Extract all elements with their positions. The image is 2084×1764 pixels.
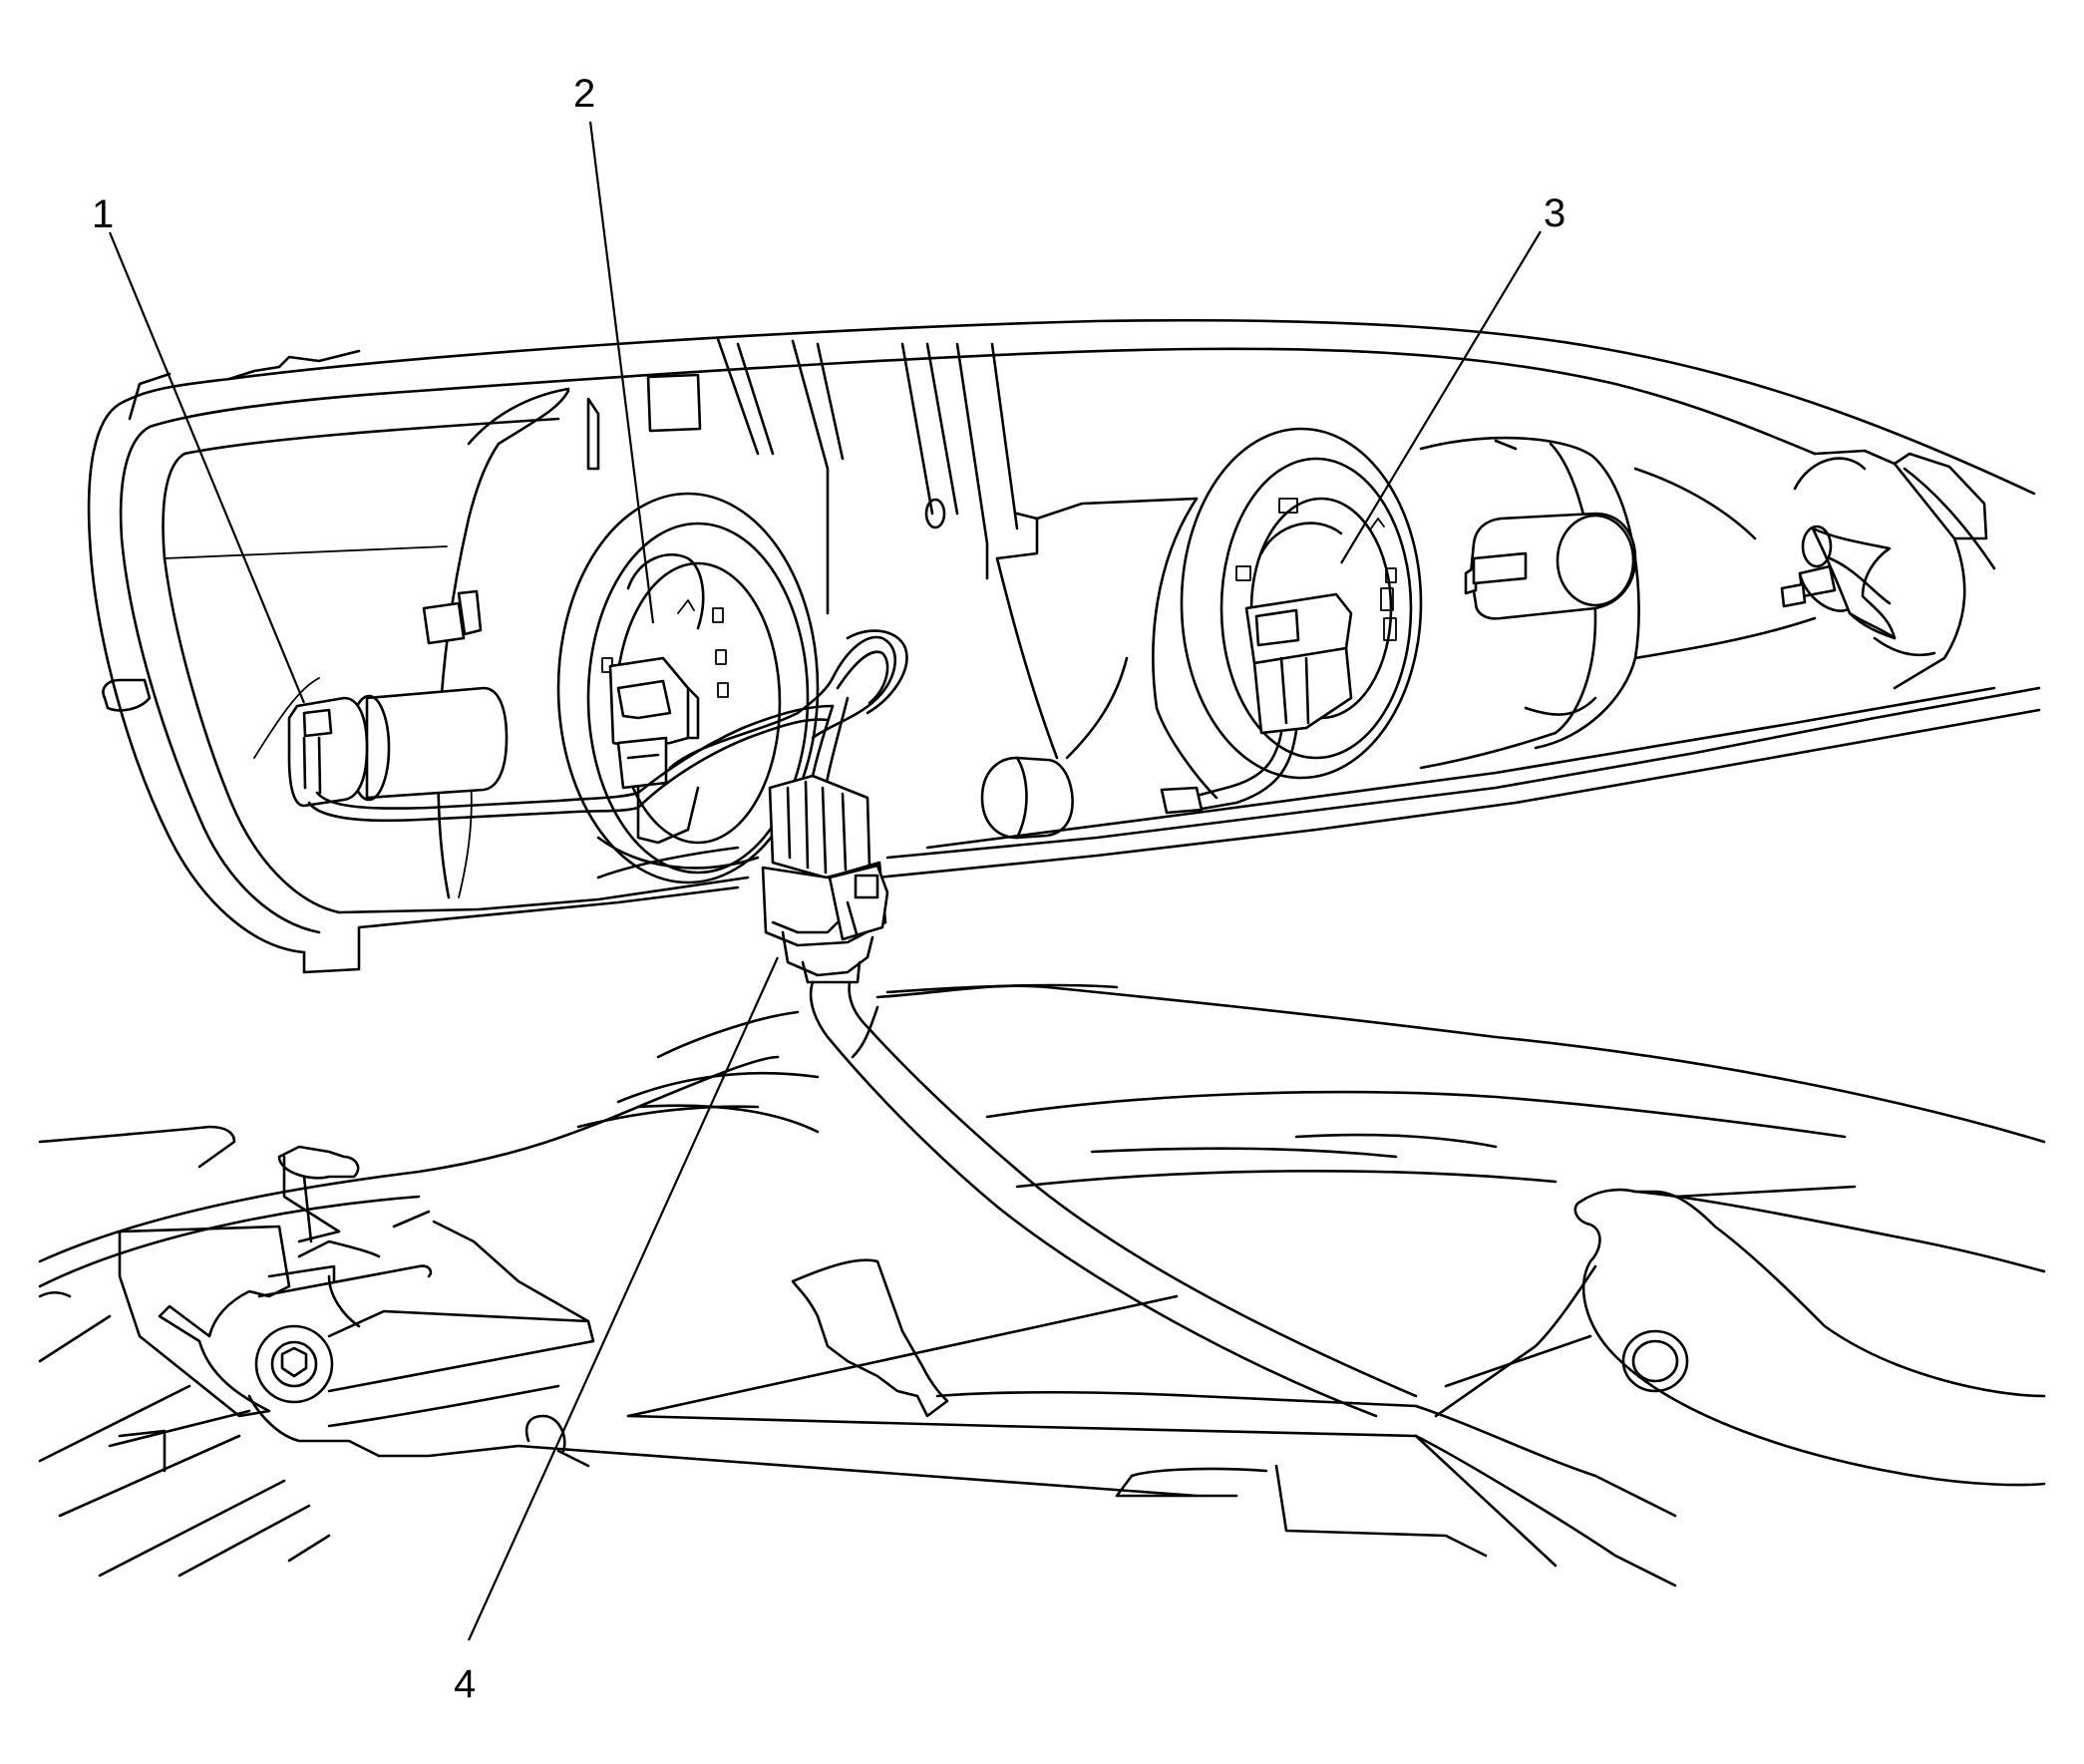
- low-beam-bulb-connector: [608, 656, 700, 790]
- callout-1: 1: [92, 192, 114, 236]
- harness-connector: [761, 774, 1418, 1418]
- leader-2: [588, 121, 655, 624]
- high-beam-socket: [1160, 427, 1423, 815]
- wire-bundle: [596, 629, 908, 880]
- leader-3: [1340, 230, 1542, 564]
- callout-4: 4: [454, 1662, 476, 1706]
- leveling-actuator: [287, 686, 640, 823]
- headlamp-housing: [87, 318, 2041, 974]
- leader-4: [467, 956, 780, 1641]
- leader-1: [108, 231, 306, 704]
- reflector-interior: [164, 337, 1218, 899]
- callout-3: 3: [1544, 191, 1565, 235]
- right-reflector-details: [1419, 436, 1996, 770]
- callout-leaders: [108, 121, 1542, 1641]
- vehicle-front-structure: [38, 983, 2046, 1588]
- callout-labels: 1 2 3 4: [92, 72, 1565, 1706]
- callout-2: 2: [573, 72, 595, 116]
